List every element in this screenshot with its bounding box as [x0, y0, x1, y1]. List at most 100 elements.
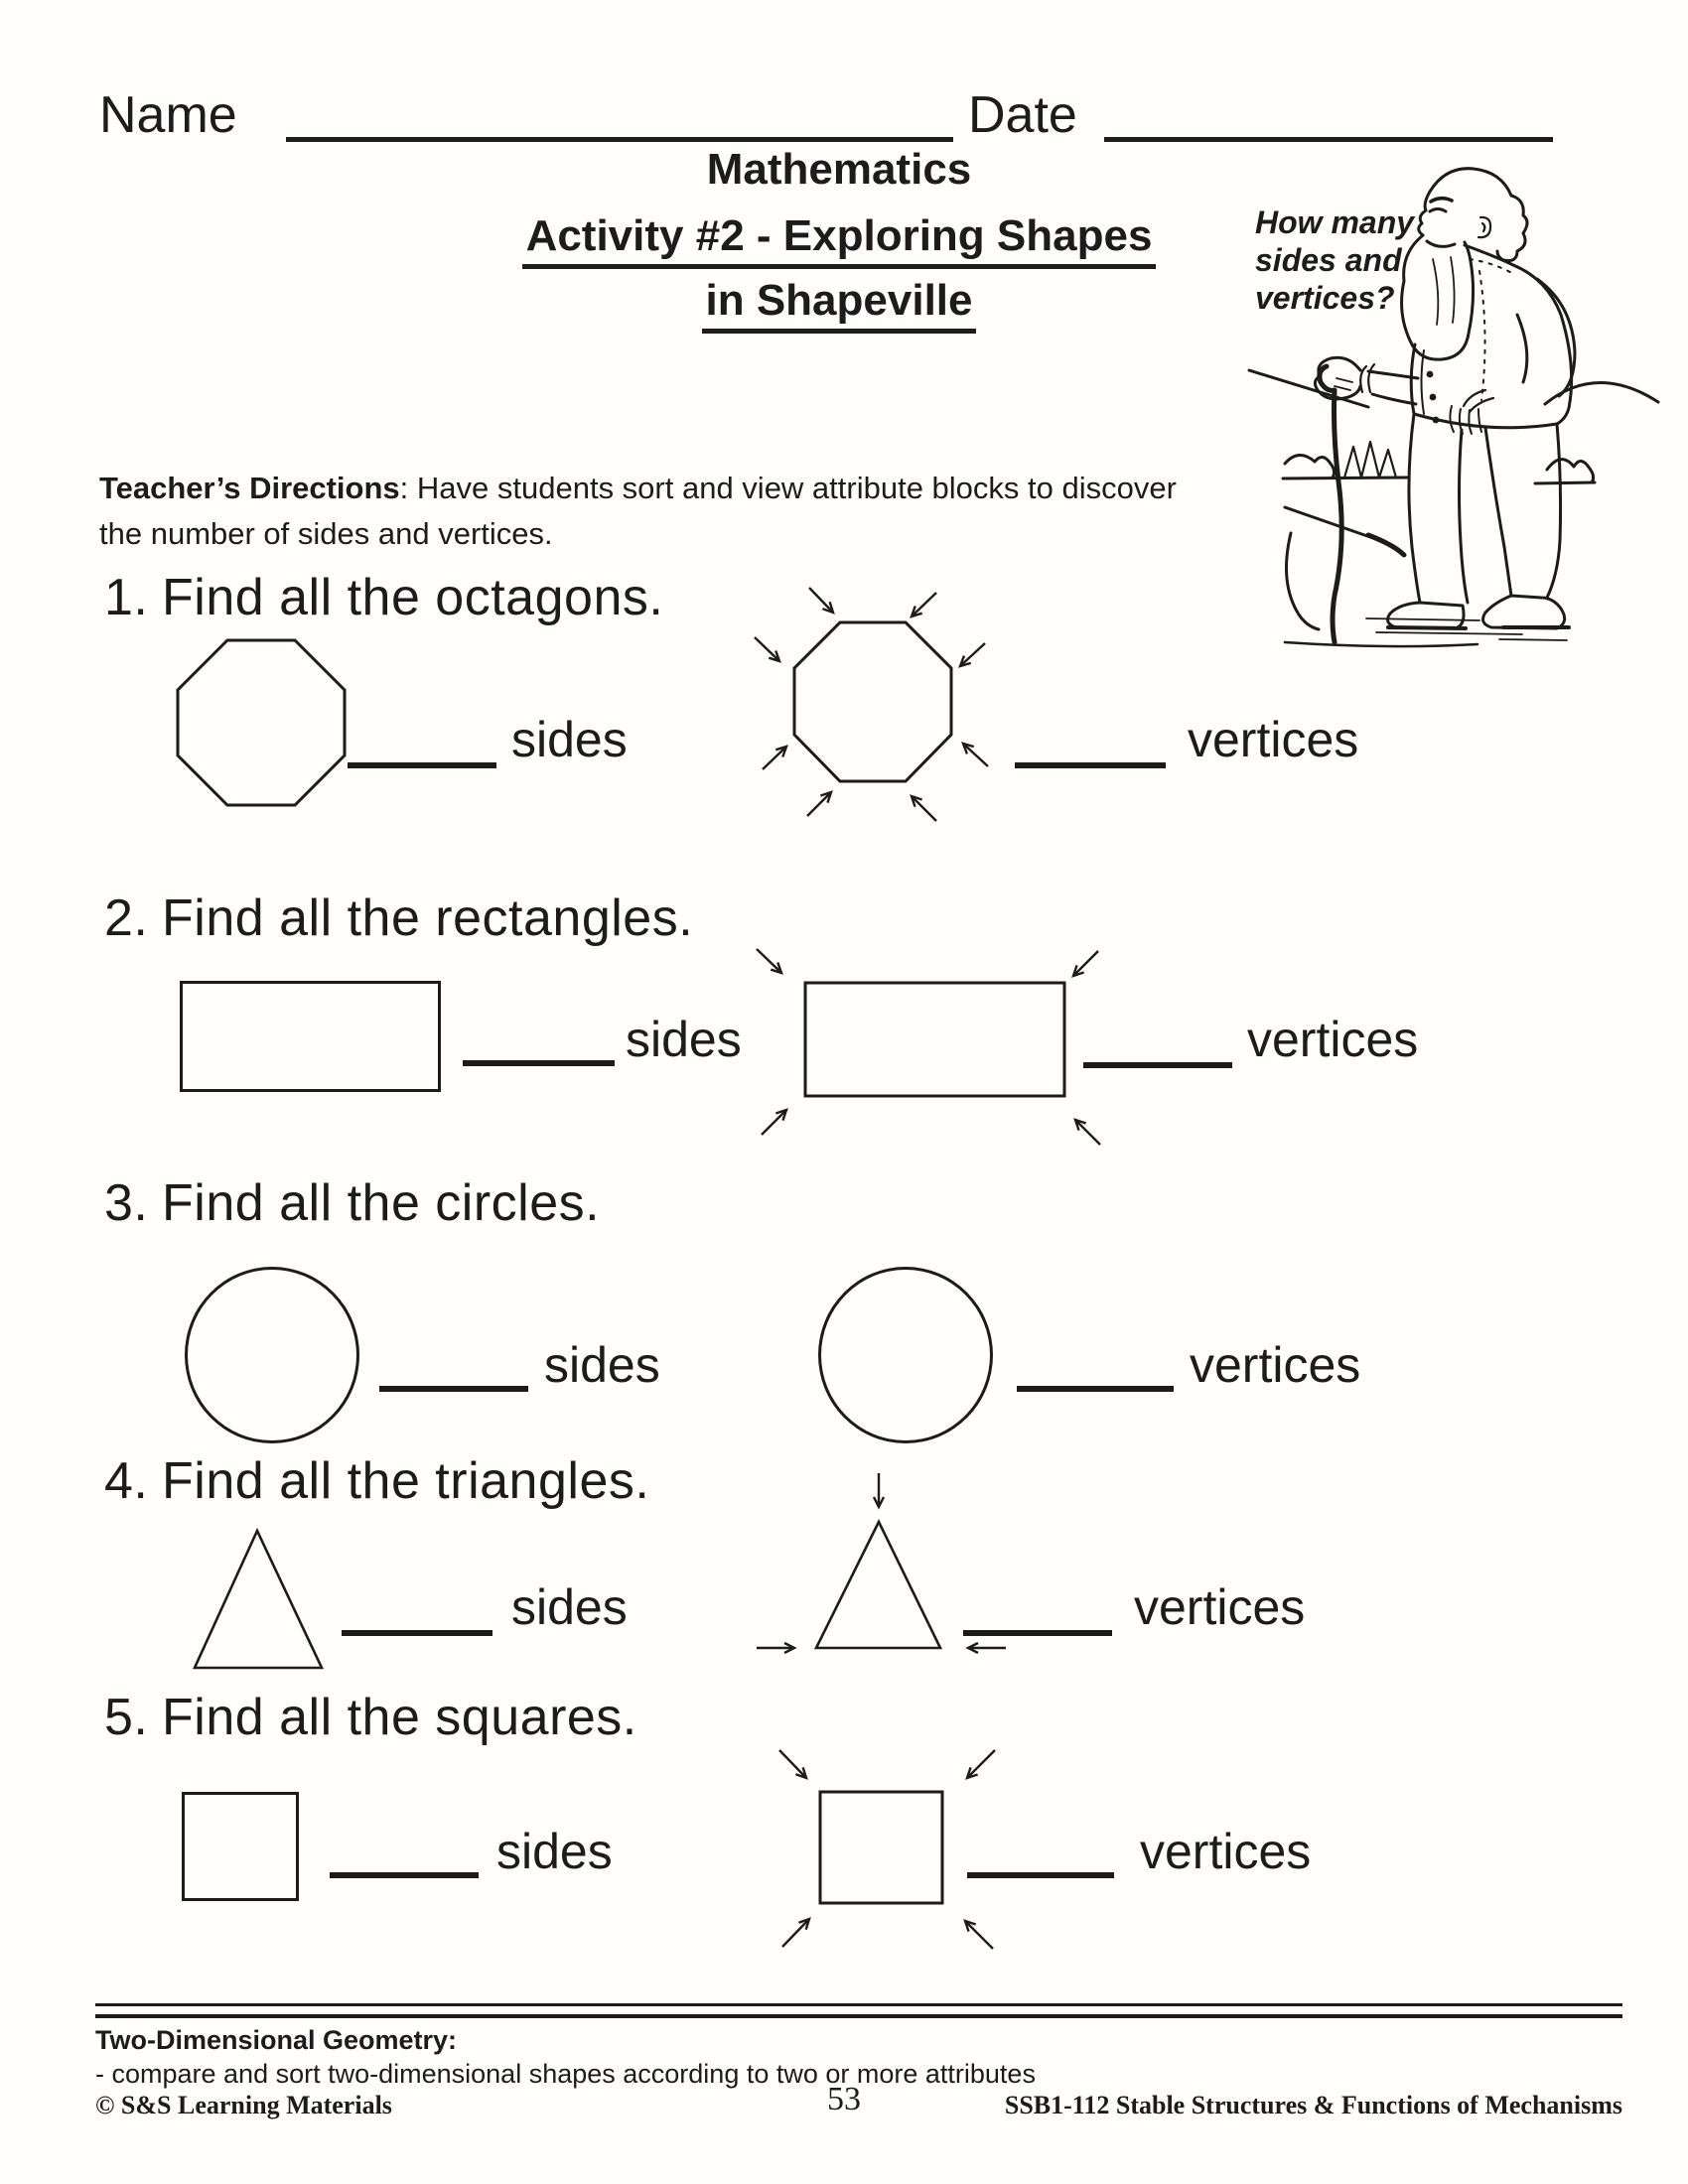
- bush-right: [1545, 458, 1596, 484]
- front-placket-inner: [1420, 349, 1425, 415]
- subject-title: Mathematics: [706, 145, 972, 194]
- question-4-number: 4.: [104, 1452, 149, 1510]
- beard: [1400, 233, 1476, 361]
- circle-shape-2: [818, 1267, 993, 1443]
- answer-blank-octagon-vertices[interactable]: [1015, 762, 1166, 768]
- left-shoe-sole: [1386, 625, 1468, 630]
- button-2: [1429, 393, 1437, 401]
- vertex-arrow-icon: [910, 592, 937, 618]
- illustration-caption-line3: vertices?: [1255, 280, 1395, 316]
- bush-left: [1283, 454, 1336, 479]
- vertex-arrow-icon: [1073, 1118, 1101, 1146]
- vertex-arrow-icon: [762, 745, 788, 770]
- grass-tufts: [1342, 440, 1398, 479]
- left-arm-top: [1366, 369, 1420, 380]
- button-3: [1432, 416, 1440, 424]
- square-sides-label: sides: [496, 1824, 613, 1879]
- right-leg-inner: [1483, 426, 1513, 598]
- plow-handle-line: [1247, 368, 1370, 409]
- vertex-arrows: [778, 1749, 996, 1950]
- rectangle-shape: [180, 981, 441, 1092]
- question-3-number: 3.: [104, 1174, 149, 1232]
- question-5-heading: 5.Find all the squares.: [104, 1688, 637, 1747]
- circle-vertices-label: vertices: [1190, 1337, 1361, 1393]
- question-2-prompt: Find all the rectangles.: [162, 889, 694, 947]
- answer-blank-circle-sides[interactable]: [379, 1386, 528, 1392]
- right-cuff: [1462, 388, 1495, 414]
- right-leg-outer: [1545, 422, 1563, 600]
- vertex-arrow-icon: [756, 948, 783, 975]
- vertex-arrow-icon: [778, 1749, 808, 1780]
- question-3-prompt: Find all the circles.: [162, 1174, 601, 1232]
- vertex-arrow-icon: [963, 1919, 994, 1950]
- answer-blank-octagon-sides[interactable]: [348, 762, 496, 768]
- question-5-prompt: Find all the squares.: [162, 1689, 637, 1746]
- vertex-arrow-icon: [754, 636, 781, 663]
- illustration-caption-line2: sides and: [1255, 242, 1403, 278]
- hill-line: [1543, 381, 1660, 406]
- date-line[interactable]: [1104, 137, 1553, 142]
- ground-hatch-3: [1498, 638, 1568, 641]
- name-label: Name: [99, 86, 237, 144]
- vertex-arrow-icon: [961, 742, 989, 767]
- teacher-directions: Teacher’s Directions: Have students sort…: [99, 466, 1211, 557]
- left-hand: [1313, 355, 1362, 401]
- answer-blank-circle-vertices[interactable]: [1017, 1386, 1174, 1392]
- question-5-number: 5.: [104, 1689, 149, 1746]
- illustration-caption-line1: How many: [1255, 205, 1416, 240]
- rectangle-vertices-label: vertices: [1247, 1012, 1419, 1067]
- left-arm-bottom: [1370, 392, 1418, 406]
- title-block: Mathematics Activity #2 - Exploring Shap…: [338, 145, 1340, 334]
- old-man-illustration: How many sides and vertices?: [1247, 167, 1660, 648]
- answer-blank-triangle-sides[interactable]: [342, 1630, 492, 1636]
- vertex-arrow-icon: [808, 587, 835, 614]
- question-1-heading: 1.Find all the octagons.: [104, 568, 663, 627]
- circle-sides-label: sides: [544, 1337, 660, 1393]
- question-4-heading: 4.Find all the triangles.: [104, 1451, 649, 1511]
- curriculum-strand-label: Two-Dimensional Geometry:: [95, 2025, 458, 2055]
- vertex-arrow-icon: [761, 1108, 788, 1136]
- eyebrow: [1429, 196, 1454, 204]
- octagon-vertices-label: vertices: [1188, 712, 1359, 767]
- beard-strand-2: [1450, 256, 1456, 324]
- vertex-arrows: [754, 587, 989, 822]
- rectangle-with-vertex-arrows: [756, 948, 1101, 1146]
- front-placket: [1409, 342, 1417, 416]
- left-leg-outer: [1407, 412, 1422, 605]
- square-shape: [182, 1792, 299, 1901]
- left-leg-inner: [1458, 428, 1470, 605]
- mustache: [1425, 239, 1457, 248]
- vertex-arrow-icon: [806, 790, 833, 817]
- octagon-shape: [176, 638, 347, 807]
- walking-stick: [1317, 363, 1344, 645]
- answer-blank-rectangle-vertices[interactable]: [1083, 1062, 1232, 1068]
- answer-blank-rectangle-sides[interactable]: [463, 1060, 615, 1066]
- answer-blank-square-vertices[interactable]: [967, 1872, 1114, 1878]
- right-arm-outer: [1535, 277, 1577, 398]
- vertex-arrows: [756, 948, 1101, 1146]
- name-line[interactable]: [286, 137, 953, 142]
- curriculum-strand-detail: - compare and sort two-dimensional shape…: [95, 2059, 1036, 2089]
- vertex-arrow-icon: [1071, 950, 1099, 978]
- ear: [1477, 215, 1492, 239]
- date-label: Date: [968, 86, 1077, 144]
- plow-beam-line: [1283, 505, 1372, 539]
- directions-text: : Have students sort and view attribute …: [99, 471, 1177, 551]
- answer-blank-triangle-vertices[interactable]: [963, 1630, 1112, 1636]
- right-arm-inner: [1515, 313, 1529, 384]
- directions-label: Teacher’s Directions: [99, 471, 400, 505]
- question-4-prompt: Find all the triangles.: [162, 1452, 650, 1510]
- square-with-vertex-arrows: [778, 1749, 996, 1950]
- horizon-right: [1533, 480, 1597, 485]
- vertex-arrow-icon: [965, 1749, 996, 1780]
- vertex-arrow-icon: [910, 794, 937, 822]
- beard-strand-1: [1432, 258, 1440, 326]
- right-shoe: [1481, 594, 1567, 630]
- footer-rule-bottom: [95, 2014, 1622, 2018]
- triangle-vertices-label: vertices: [1134, 1579, 1306, 1635]
- button-1: [1426, 370, 1434, 378]
- answer-blank-square-sides[interactable]: [330, 1872, 479, 1878]
- vertex-arrow-icon: [958, 642, 986, 668]
- vertex-arrow-icon: [781, 1917, 811, 1948]
